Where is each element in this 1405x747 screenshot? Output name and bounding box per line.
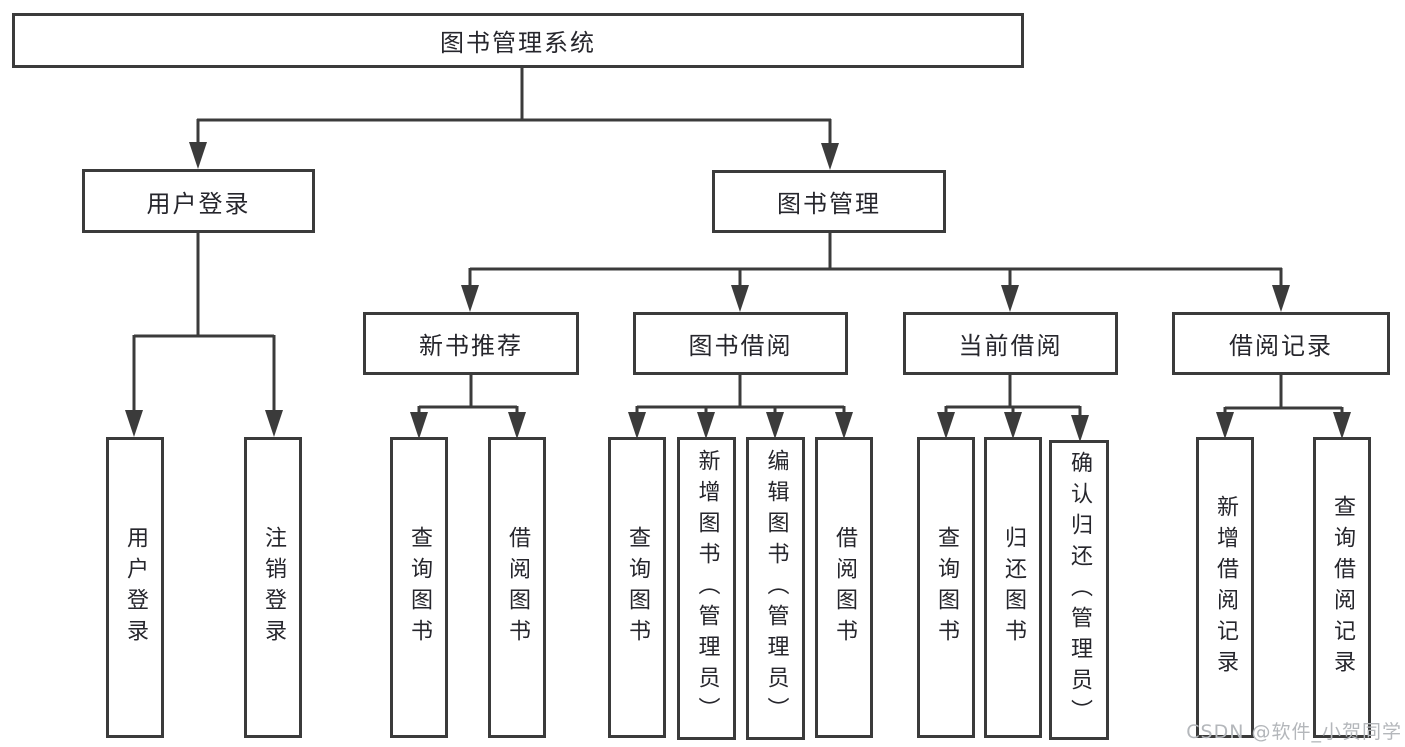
arrowhead-icon bbox=[628, 412, 646, 439]
node-borrowing-records-label: 借阅记录 bbox=[1229, 332, 1333, 360]
watermark: CSDN @软件_小贺同学 bbox=[1186, 721, 1402, 743]
node-library-system-label: 图书管理系统 bbox=[440, 29, 596, 57]
node-book-management: 图书管理 bbox=[712, 170, 946, 233]
arrowhead-icon bbox=[1272, 285, 1290, 312]
leaf-current-query-books: 查询图书 bbox=[917, 437, 975, 738]
arrowhead-icon bbox=[461, 285, 479, 312]
arrowhead-icon bbox=[265, 410, 283, 437]
arrowhead-icon bbox=[1004, 412, 1022, 439]
node-book-management-label: 图书管理 bbox=[777, 190, 881, 218]
leaf-add-books-admin-label: 新增图书（管理员） bbox=[694, 449, 720, 728]
leaf-return-books-label: 归还图书 bbox=[1001, 525, 1026, 650]
leaf-user-login-label: 用户登录 bbox=[123, 525, 148, 650]
leaf-borrow-query-books-label: 查询图书 bbox=[625, 525, 650, 650]
leaf-logout-label: 注销登录 bbox=[261, 525, 286, 650]
node-book-borrowing: 图书借阅 bbox=[633, 312, 848, 375]
leaf-borrow-query-books: 查询图书 bbox=[608, 437, 666, 738]
arrowhead-icon bbox=[1333, 412, 1351, 439]
leaf-return-books: 归还图书 bbox=[984, 437, 1042, 738]
leaf-borrow-borrow-books: 借阅图书 bbox=[815, 437, 873, 738]
leaf-recommend-query-books: 查询图书 bbox=[390, 437, 448, 738]
node-user-login-label: 用户登录 bbox=[146, 189, 251, 218]
leaf-add-books-admin: 新增图书（管理员） bbox=[677, 437, 736, 740]
leaf-user-login: 用户登录 bbox=[106, 437, 164, 738]
arrowhead-icon bbox=[410, 412, 428, 439]
arrowhead-icon bbox=[1216, 412, 1234, 439]
node-new-book-recommend: 新书推荐 bbox=[363, 312, 579, 375]
arrowhead-icon bbox=[189, 142, 207, 169]
node-library-system: 图书管理系统 bbox=[12, 13, 1024, 68]
leaf-confirm-return-admin-label: 确认归还（管理员） bbox=[1067, 450, 1092, 730]
leaf-recommend-query-books-label: 查询图书 bbox=[407, 525, 432, 650]
leaf-add-borrow-record-label: 新增借阅记录 bbox=[1213, 494, 1238, 681]
leaf-current-query-books-label: 查询图书 bbox=[934, 525, 959, 650]
node-user-login: 用户登录 bbox=[82, 169, 315, 233]
arrowhead-icon bbox=[1071, 415, 1089, 442]
leaf-edit-books-admin-label: 编辑图书（管理员） bbox=[763, 449, 789, 728]
leaf-recommend-borrow-books-label: 借阅图书 bbox=[505, 525, 530, 650]
leaf-edit-books-admin: 编辑图书（管理员） bbox=[746, 437, 805, 740]
arrowhead-icon bbox=[125, 410, 143, 437]
leaf-add-borrow-record: 新增借阅记录 bbox=[1196, 437, 1254, 738]
leaf-confirm-return-admin: 确认归还（管理员） bbox=[1049, 440, 1109, 740]
node-new-book-recommend-label: 新书推荐 bbox=[419, 332, 523, 360]
arrowhead-icon bbox=[508, 412, 526, 439]
leaf-logout: 注销登录 bbox=[244, 437, 302, 738]
node-current-borrowing-label: 当前借阅 bbox=[958, 332, 1063, 360]
arrowhead-icon bbox=[766, 412, 784, 439]
arrowhead-icon bbox=[835, 412, 853, 439]
arrowhead-icon bbox=[937, 412, 955, 439]
arrowhead-icon bbox=[697, 412, 715, 439]
arrowhead-icon bbox=[821, 143, 839, 170]
leaf-borrow-borrow-books-label: 借阅图书 bbox=[832, 525, 857, 650]
arrowhead-icon bbox=[1001, 285, 1019, 312]
arrowhead-icon bbox=[731, 285, 749, 312]
leaf-query-borrow-record: 查询借阅记录 bbox=[1313, 437, 1371, 738]
node-borrowing-records: 借阅记录 bbox=[1172, 312, 1390, 375]
leaf-query-borrow-record-label: 查询借阅记录 bbox=[1330, 494, 1355, 681]
node-book-borrowing-label: 图书借阅 bbox=[688, 332, 793, 360]
leaf-recommend-borrow-books: 借阅图书 bbox=[488, 437, 546, 738]
node-current-borrowing: 当前借阅 bbox=[903, 312, 1118, 375]
